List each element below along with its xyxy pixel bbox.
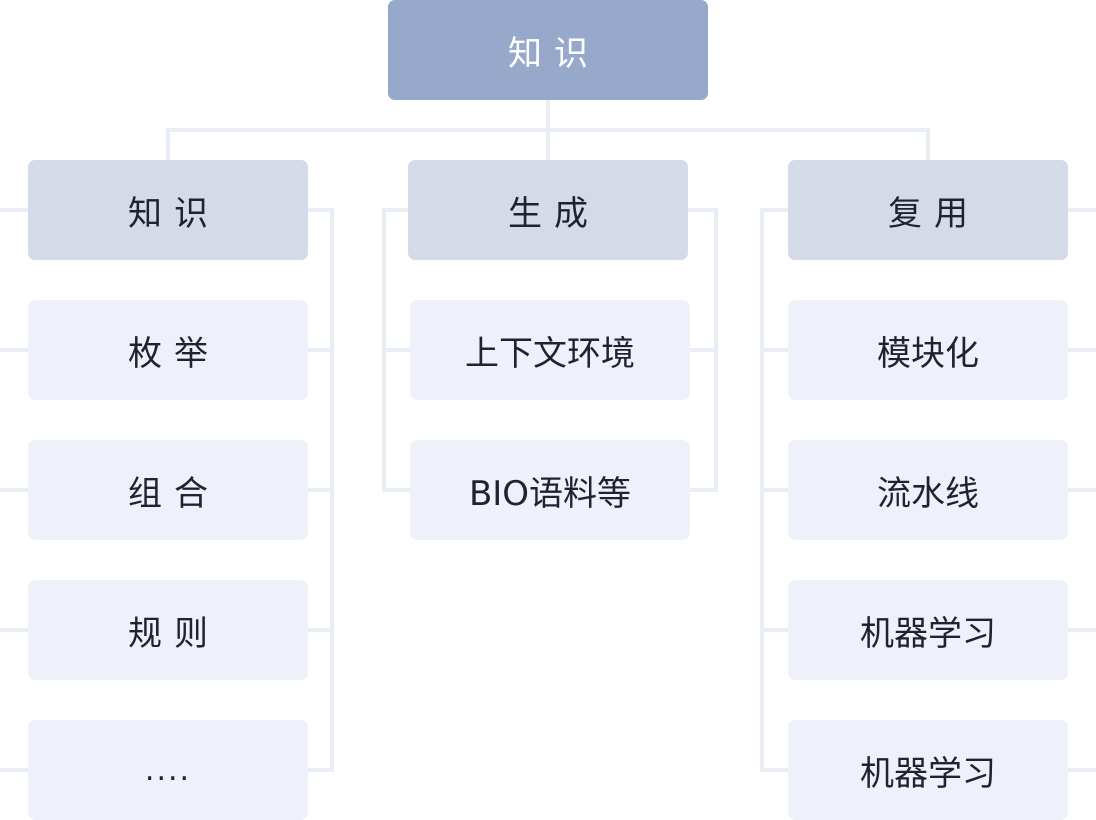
leaf-node: 规则: [28, 580, 308, 680]
col3-right-bracket: [1068, 208, 1096, 772]
leaf-node: 枚举: [28, 300, 308, 400]
leaf-node: ....: [28, 720, 308, 820]
leaf-node: BIO语料等: [410, 440, 690, 540]
col2-right-bracket: [688, 208, 718, 492]
col3-left-bracket: [760, 208, 788, 772]
column-head-generation: 生成: [408, 160, 688, 260]
leaf-node: 模块化: [788, 300, 1068, 400]
leaf-node: 机器学习: [788, 580, 1068, 680]
leaf-node: 组合: [28, 440, 308, 540]
col2-left-bracket: [382, 208, 410, 492]
root-node: 知识: [388, 0, 708, 100]
leaf-node: 流水线: [788, 440, 1068, 540]
leaf-node: 上下文环境: [410, 300, 690, 400]
col1-right-bracket: [308, 208, 334, 772]
column-head-knowledge: 知识: [28, 160, 308, 260]
col1-left-bracket: [0, 208, 28, 772]
column-head-reuse: 复用: [788, 160, 1068, 260]
leaf-node: 机器学习: [788, 720, 1068, 820]
